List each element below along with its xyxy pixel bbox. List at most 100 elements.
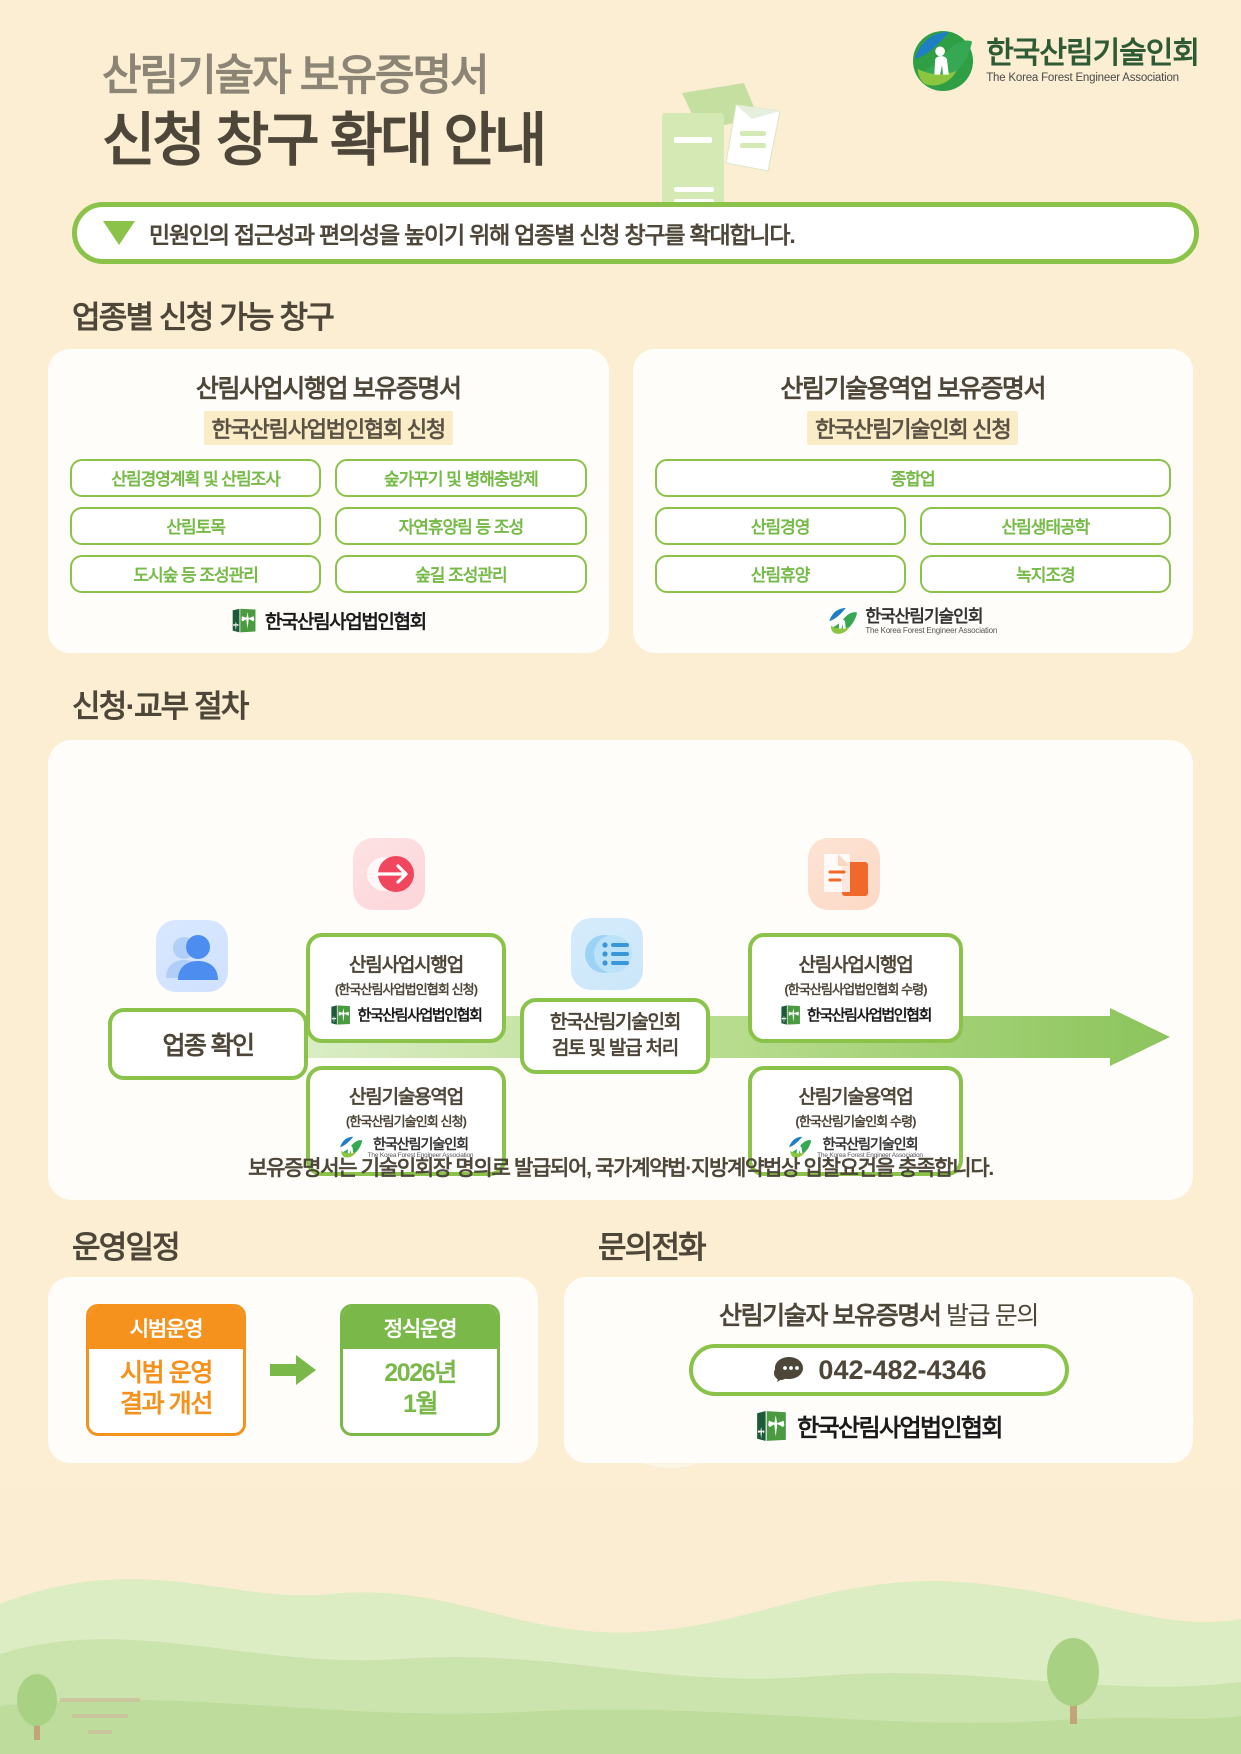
- kfca-logo-icon: [757, 1411, 786, 1441]
- bottom-panels: 시범운영 시범 운영 결과 개선 정식운영 2026년 1월 산림기술자 보유증…: [48, 1276, 1193, 1463]
- card-title: 산림사업시행업 보유증명서: [195, 374, 462, 403]
- node-title: 산림기술용역업: [349, 1086, 464, 1108]
- card-logo-kfea: 한국산림기술인회 The Korea Forest Engineer Assoc…: [828, 607, 997, 637]
- chip-item[interactable]: 도시숲 등 조성관리: [70, 554, 322, 593]
- card-title: 산림기술용역업 보유증명서: [780, 374, 1046, 403]
- contact-panel: 산림기술자 보유증명서 발급 문의 042-482-4346: [564, 1276, 1193, 1463]
- background-hills: [0, 1579, 1241, 1754]
- card-forest-engineering: 산림기술용역업 보유증명서 한국산림기술인회 신청 종합업 산림경영 산림생태공…: [632, 348, 1193, 653]
- process-node-review: 한국산림기술인회 검토 및 발급 처리: [520, 997, 710, 1074]
- process-node-apply-business: 산림사업시행업 (한국산림사업법인협회 신청): [306, 932, 506, 1043]
- schedule-official-line1: 2026년: [384, 1359, 457, 1388]
- node-note: (한국산림기술인회 신청): [345, 1113, 467, 1129]
- contact-lead-rest: 발급 문의: [940, 1302, 1039, 1331]
- card-subtitle: 한국산림기술인회 신청: [807, 410, 1019, 445]
- schedule-official-body: 2026년 1월: [343, 1349, 497, 1433]
- node-title-line1: 한국산림기술인회: [549, 1012, 681, 1034]
- windows-cards: 산림사업시행업 보유증명서 한국산림사업법인협회 신청 산림경영계획 및 산림조…: [48, 348, 1193, 653]
- chip-item[interactable]: 산림경영계획 및 산림조사: [70, 458, 322, 497]
- kfca-logo-icon: [781, 1005, 800, 1025]
- schedule-official-line2: 1월: [402, 1390, 439, 1419]
- card-logo-label: 한국산림기술인회: [865, 607, 983, 627]
- process-node-receive-engineering: 산림기술용역업 (한국산림기술인회 수령) 한국산림기술인회 The Korea…: [748, 1065, 963, 1176]
- brand-name-kr: 한국산림기술인회: [986, 36, 1200, 70]
- process-footnote: 보유증명서는 기술인회장 명의로 발급되어, 국가계약법·지방계약법상 입찰요건…: [248, 1156, 994, 1180]
- highlight-banner: 민원인의 접근성과 편의성을 높이기 위해 업종별 신청 창구를 확대합니다.: [72, 201, 1199, 264]
- node-title-line2: 검토 및 발급 처리: [551, 1037, 679, 1059]
- section-heading-windows: 업종별 신청 가능 창구: [72, 299, 335, 335]
- node-title: 산림사업시행업: [349, 954, 464, 976]
- schedule-box-pilot: 시범운영 시범 운영 결과 개선: [86, 1304, 246, 1436]
- header: 한국산림기술인회 The Korea Forest Engineer Assoc…: [0, 0, 1241, 235]
- chip-item[interactable]: 산림휴양: [654, 554, 906, 593]
- document-icon: [808, 837, 880, 910]
- node-logo-kfea: 한국산림기술인회 The Korea Forest Engineer Assoc…: [339, 1136, 474, 1160]
- chip-item[interactable]: 녹지조경: [919, 554, 1171, 593]
- process-node-receive-business: 산림사업시행업 (한국산림사업법인협회 수령): [748, 932, 963, 1043]
- brand-name-en: The Korea Forest Engineer Association: [986, 72, 1179, 85]
- node-logo-kfca: 한국산림사업법인협회: [780, 1004, 932, 1026]
- chip-grid: 종합업 산림경영 산림생태공학 산림휴양 녹지조경: [654, 458, 1171, 593]
- node-note: (한국산림사업법인협회 신청): [334, 981, 478, 997]
- node-logo-kfca: 한국산림사업법인협회: [330, 1004, 483, 1026]
- bottom-headings: 운영일정 문의전화: [48, 1222, 1193, 1267]
- card-logo-label: 한국산림사업법인협회: [264, 611, 427, 633]
- chip-item[interactable]: 자연휴양림 등 조성: [335, 506, 587, 545]
- kfca-logo-icon: [232, 608, 256, 633]
- node-title: 산림사업시행업: [798, 954, 914, 976]
- phone-pill[interactable]: 042-482-4346: [688, 1344, 1069, 1397]
- node-title: 산림기술용역업: [798, 1086, 914, 1108]
- kfea-logo-icon: [913, 30, 974, 92]
- schedule-pilot-body: 시범 운영 결과 개선: [89, 1349, 243, 1433]
- schedule-panel: 시범운영 시범 운영 결과 개선 정식운영 2026년 1월: [48, 1276, 538, 1463]
- kfea-logo-icon: [788, 1136, 812, 1160]
- node-logo-label: 한국산림기술인회: [372, 1136, 469, 1153]
- process-panel: 업종 확인 산림사업시행업 (한국산림사업법인협회 신청): [48, 739, 1193, 1200]
- node-logo-sublabel: The Korea Forest Engineer Association: [367, 1151, 474, 1159]
- node-logo-sublabel: The Korea Forest Engineer Association: [817, 1151, 923, 1159]
- triangle-down-icon: [103, 220, 135, 245]
- arrow-right-icon: [270, 1354, 316, 1385]
- card-forest-business: 산림사업시행업 보유증명서 한국산림사업법인협회 신청 산림경영계획 및 산림조…: [48, 348, 609, 653]
- schedule-pilot-line1: 시범 운영: [120, 1359, 213, 1388]
- node-logo-kfea: 한국산림기술인회 The Korea Forest Engineer Assoc…: [788, 1136, 923, 1160]
- schedule-official-head: 정식운영: [343, 1307, 497, 1350]
- contact-lead-strong: 산림기술자 보유증명서: [718, 1302, 942, 1331]
- chip-item[interactable]: 산림토목: [70, 506, 322, 545]
- chip-item[interactable]: 숲가꾸기 및 병해충방제: [335, 458, 587, 497]
- chip-item[interactable]: 종합업: [654, 458, 1171, 497]
- schedule-pilot-line2: 결과 개선: [120, 1390, 213, 1419]
- person-icon: [156, 919, 228, 992]
- chip-grid: 산림경영계획 및 산림조사 숲가꾸기 및 병해충방제 산림토목 자연휴양림 등 …: [70, 458, 587, 593]
- section-heading-schedule: 운영일정: [72, 1229, 181, 1265]
- node-note: (한국산림기술인회 수령): [795, 1113, 916, 1129]
- arrow-right-icon: [353, 837, 425, 910]
- chip-item[interactable]: 산림경영: [654, 506, 906, 545]
- page-subtitle: 산림기술자 보유증명서: [102, 52, 490, 100]
- card-logo-kfca: 한국산림사업법인협회: [231, 607, 427, 634]
- banner-text: 민원인의 접근성과 편의성을 높이기 위해 업종별 신청 창구를 확대합니다.: [149, 221, 796, 248]
- card-logo-sublabel: The Korea Forest Engineer Association: [865, 626, 998, 636]
- kfca-logo-icon: [331, 1005, 351, 1025]
- chip-item[interactable]: 산림생태공학: [919, 506, 1171, 545]
- node-logo-label: 한국산림사업법인협회: [357, 1007, 482, 1025]
- process-node-apply-engineering: 산림기술용역업 (한국산림기술인회 신청) 한국산림기술인회 The Korea…: [306, 1065, 506, 1176]
- section-heading-contact: 문의전화: [598, 1229, 707, 1265]
- contact-lead: 산림기술자 보유증명서 발급 문의: [718, 1296, 1039, 1332]
- list-check-icon: [571, 917, 643, 990]
- section-heading-process: 신청·교부 절차: [72, 688, 249, 724]
- node-title: 업종 확인: [162, 1031, 256, 1060]
- chip-item[interactable]: 숲길 조성관리: [335, 554, 587, 593]
- tree-decor: [17, 1638, 1099, 1740]
- schedule-pilot-head: 시범운영: [89, 1307, 243, 1350]
- chat-bubble-icon: [774, 1357, 804, 1383]
- kfea-logo-icon: [339, 1136, 363, 1160]
- node-logo-label: 한국산림사업법인협회: [806, 1007, 932, 1025]
- kfea-logo-icon: [828, 607, 858, 637]
- contact-logo-label: 한국산림사업법인협회: [797, 1415, 1003, 1443]
- title-block: 산림기술자 보유증명서 신청 창구 확대 안내: [102, 52, 1201, 176]
- fence-decor: [60, 1698, 140, 1734]
- node-note: (한국산림사업법인협회 수령): [784, 981, 927, 997]
- brand-logo: 한국산림기술인회 The Korea Forest Engineer Assoc…: [912, 30, 1200, 92]
